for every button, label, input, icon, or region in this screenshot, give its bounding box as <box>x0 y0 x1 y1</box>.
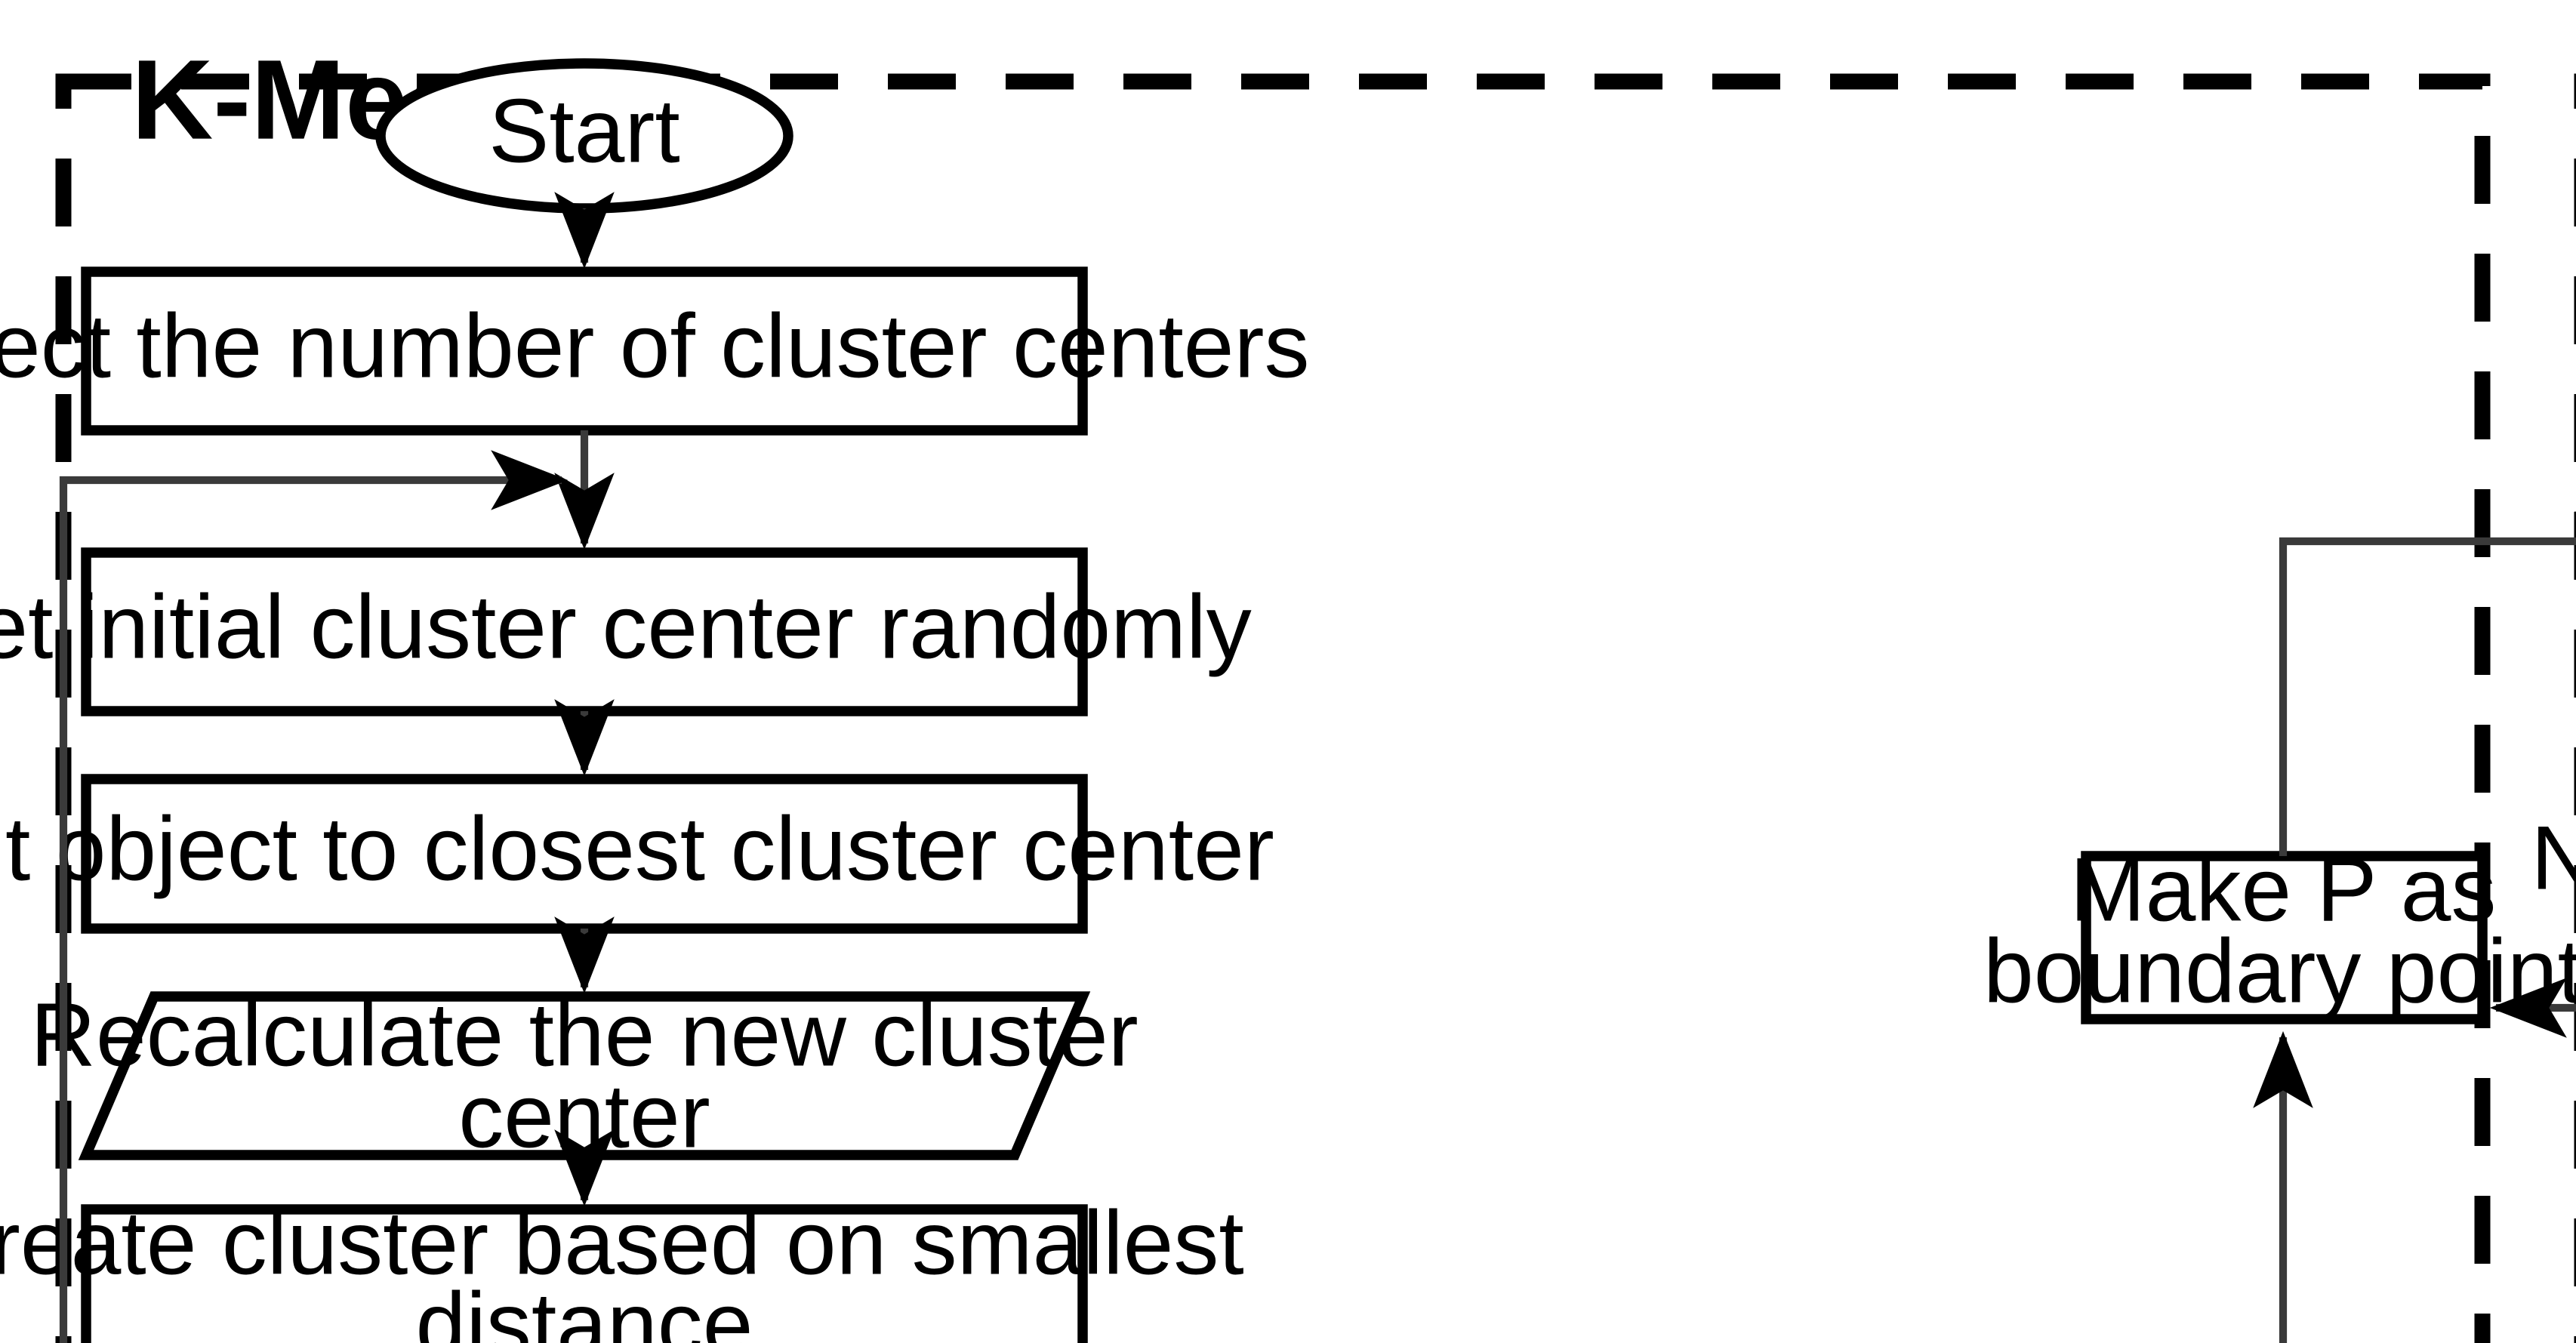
kmean-box-set-initial-label: Set initial cluster center randomly <box>0 577 1252 678</box>
kmean-box-select-k-label: Select the number of cluster centers <box>0 296 1309 397</box>
kmean-box-create-cluster[interactable] <box>81 1204 1088 1343</box>
dbscan-edge-boundary-to-selectp <box>2279 511 2576 856</box>
kmean-recalculate-line1: Recalculate the new cluster <box>30 984 1138 1086</box>
dbscan-edge-epsfields-no <box>2253 1030 2313 1343</box>
dbscan-make-boundary-line2: boundary point <box>1983 921 2576 1022</box>
kmean-recalculate-line2: center <box>458 1066 710 1167</box>
dbscan-box-make-boundary[interactable] <box>2081 851 2488 1024</box>
kmean-box-select-k[interactable] <box>81 266 1088 436</box>
kmean-box-put-object[interactable] <box>81 774 1088 934</box>
kmean-edge-feedback-loop <box>59 450 569 1343</box>
kmean-parallelogram-recalculate[interactable] <box>78 991 1091 1160</box>
dbscan-make-boundary-line1: Make P as <box>2070 839 2497 941</box>
kmean-box-set-initial[interactable] <box>81 547 1088 716</box>
kmean-box-put-object-label: Put object to closest cluster center <box>0 799 1274 900</box>
dbscan-edge-label-belongs-no: No <box>2531 808 2576 909</box>
kmean-create-cluster-line1: Create cluster based on smallest <box>0 1193 1244 1294</box>
kmean-panel: K-Mean Start Select the number of cluste… <box>0 36 2491 1343</box>
dbscan-panel: DBSCAN Start Input data, Eps, Minpts Sel… <box>1983 73 2576 1343</box>
kmean-panel-border <box>55 73 2491 1343</box>
kmean-start-label: Start <box>488 81 679 182</box>
kmean-create-cluster-line2: distance <box>416 1274 753 1343</box>
